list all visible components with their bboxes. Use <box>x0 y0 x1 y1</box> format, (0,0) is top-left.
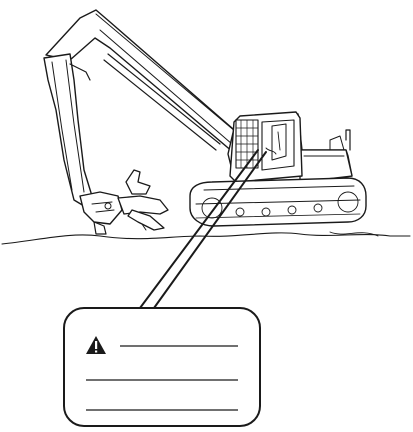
track <box>189 177 367 227</box>
ground-line <box>1 232 411 245</box>
warning-triangle-icon <box>86 336 106 354</box>
callout-box <box>63 307 261 427</box>
excavator <box>43 9 367 235</box>
warning-label-callout <box>63 307 261 427</box>
callout-leader <box>139 149 267 309</box>
grapple <box>79 169 169 235</box>
